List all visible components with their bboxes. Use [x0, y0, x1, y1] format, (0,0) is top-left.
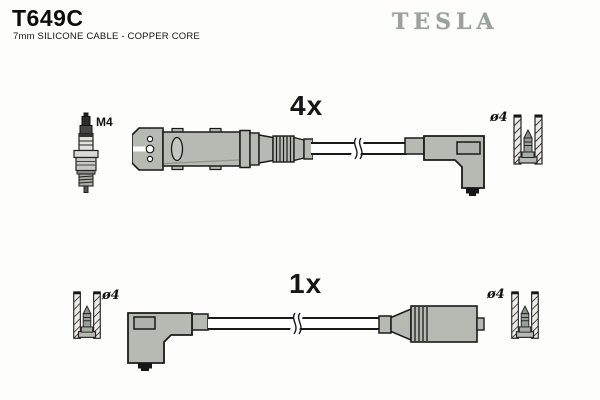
- row2-left-terminal-diameter-label: ø4: [102, 288, 120, 303]
- boot-window: [133, 316, 156, 330]
- row2-right-terminal-diameter-label: ø4: [487, 287, 505, 302]
- row1-terminal-diameter-label: ø4: [490, 110, 508, 125]
- socket-wall: [93, 293, 101, 339]
- straight-coil-boot: [378, 305, 485, 343]
- body-slot: [170, 136, 184, 162]
- brand-logo: TESLA: [392, 9, 499, 35]
- terminal-tip: [523, 128, 533, 139]
- angled-plug-boot-mirrored: [127, 312, 209, 371]
- socket-wall: [513, 116, 522, 165]
- row2-quantity-label: 1x: [289, 268, 323, 299]
- contact-hole: [146, 135, 154, 143]
- angled-plug-boot: [404, 135, 485, 196]
- contact-hole: [145, 144, 155, 154]
- boot-body: [410, 305, 478, 343]
- socket-wall: [534, 116, 543, 165]
- contact-hole: [146, 155, 154, 163]
- connector-collar: [239, 129, 251, 169]
- cable-spec-subtitle: 7mm SILICONE CABLE - COPPER CORE: [13, 31, 200, 42]
- socket-wall: [511, 293, 519, 339]
- cable-entry-sleeve: [303, 138, 313, 160]
- boot-terminal: [138, 363, 152, 369]
- boot-cable-sleeve: [404, 137, 425, 155]
- boot-window: [456, 141, 481, 155]
- boot-taper: [390, 307, 412, 342]
- terminal-tip: [82, 305, 92, 315]
- cable-break-mark: [349, 137, 366, 160]
- terminal-socket-section: [511, 291, 539, 339]
- socket-wall: [73, 293, 81, 339]
- part-number: T649C: [12, 5, 84, 31]
- terminal-tip: [520, 305, 530, 315]
- cable-break-mark: [288, 312, 305, 335]
- terminal-socket-section: [513, 114, 543, 165]
- boot-terminal-nipple: [476, 317, 485, 331]
- boot-terminal: [466, 188, 479, 194]
- terminal-socket-section: [73, 291, 101, 339]
- row1-quantity-label: 4x: [290, 90, 324, 121]
- spark-plug-icon: [73, 112, 99, 193]
- boot-cable-sleeve: [378, 315, 392, 334]
- socket-wall: [531, 293, 539, 339]
- boot-cable-sleeve: [191, 313, 209, 331]
- connector-key-slot: [133, 146, 150, 152]
- spark-plug-thread-label: M4: [96, 115, 113, 129]
- distributor-connector: [132, 127, 313, 171]
